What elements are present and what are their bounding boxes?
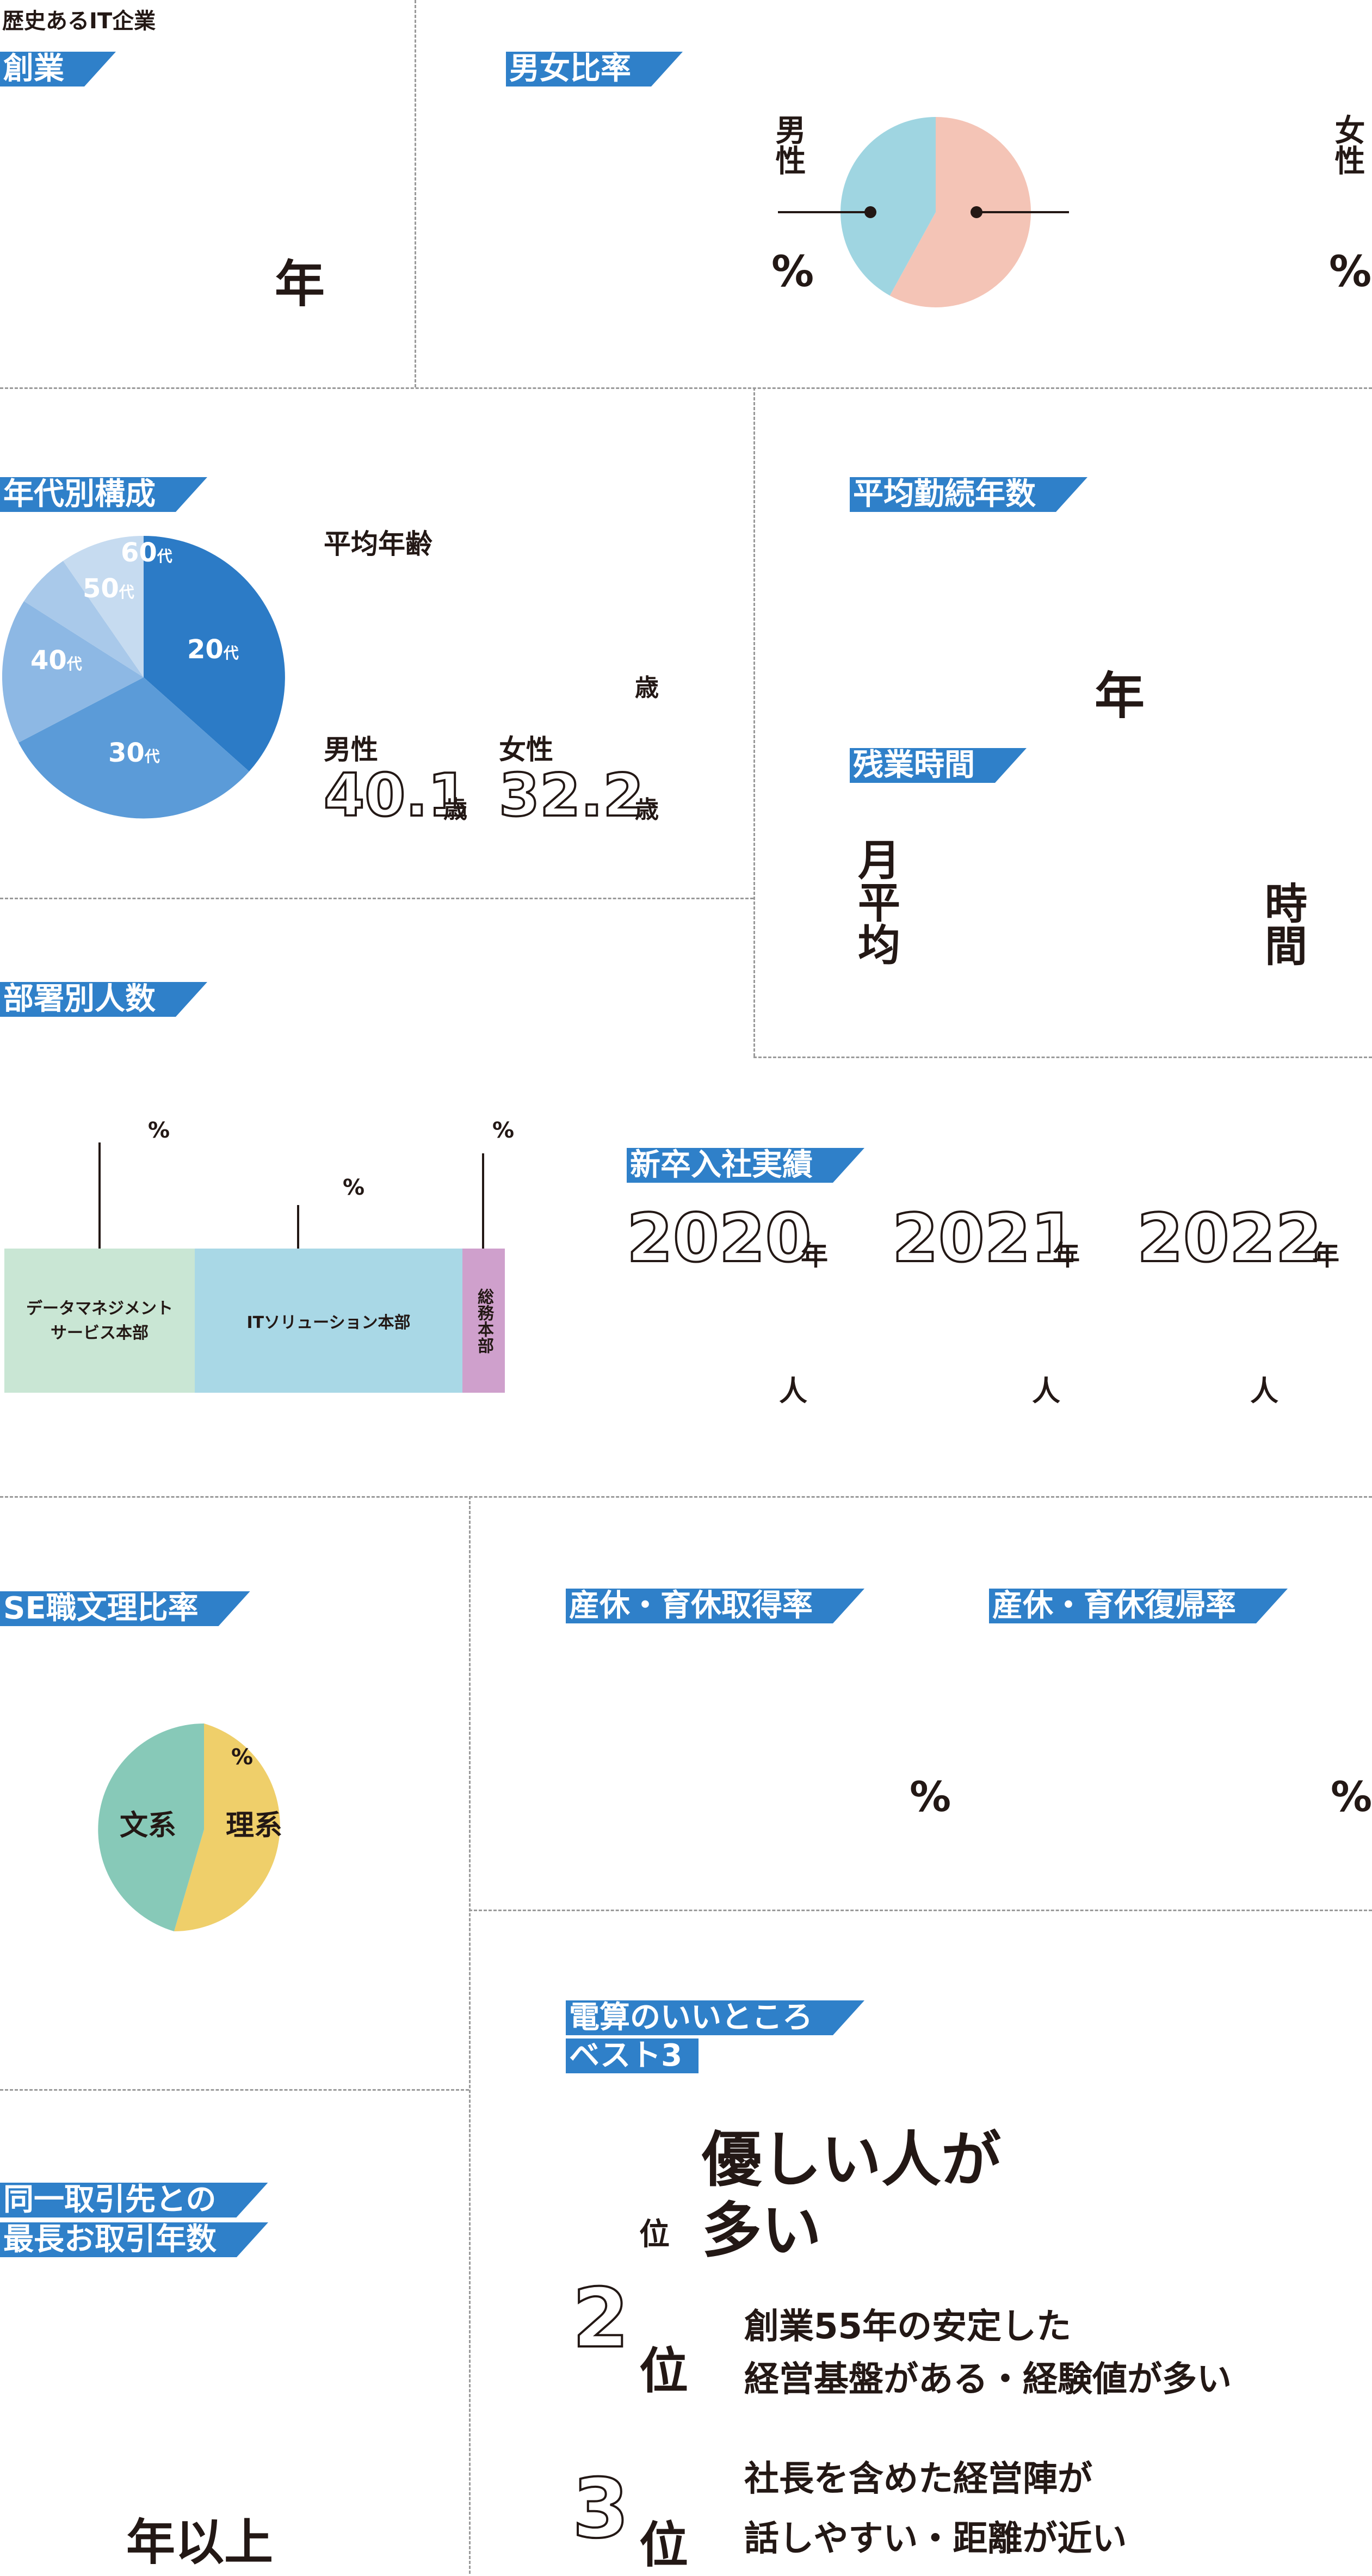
year-2020-unit: 年: [801, 1240, 828, 1271]
age-composition-heading: 年代別構成: [0, 477, 207, 512]
rank3-line2: 話しやすい・距離が近い: [744, 2519, 1127, 2559]
leave-return-rate-heading: 産休・育休復帰率: [989, 1589, 1288, 1623]
year-2020-person-unit: 人: [779, 1375, 808, 1408]
male-age-label: 男性: [324, 734, 378, 765]
rank2-line1: 創業55年の安定した: [744, 2307, 1072, 2347]
divider: [753, 387, 755, 1057]
partner-years-unit: 年以上: [126, 2514, 273, 2571]
tenure-unit: 年: [1095, 667, 1145, 725]
maternity-leave-percent-unit: %: [910, 1772, 951, 1821]
dept3-percent-unit: %: [492, 1118, 515, 1143]
rank2-number: 2: [571, 2270, 630, 2367]
male-age-unit: 歳: [443, 796, 467, 824]
rank1-line2: 多い: [702, 2196, 821, 2265]
rank1-line1: 優しい人が: [702, 2125, 1001, 2195]
age-slice-50s: [24, 561, 144, 677]
average-age-unit: 歳: [635, 674, 659, 702]
rank3-number: 3: [571, 2461, 630, 2558]
overtime-unit: 時間: [1258, 881, 1307, 966]
science-slice: [174, 1723, 280, 1931]
science-label: 理系: [226, 1809, 282, 1842]
rank1-unit: 位: [639, 2217, 670, 2252]
year-2022-unit: 年: [1312, 1240, 1339, 1271]
age-label-20s: 20代: [187, 634, 239, 665]
gender-ratio-heading: 男女比率: [506, 52, 683, 87]
tenure-heading: 平均勤続年数: [850, 477, 1087, 512]
male-slice: [840, 117, 936, 296]
divider: [469, 1496, 471, 2574]
overtime-monthly-average-label: 月平均: [851, 838, 900, 965]
science-percent-unit: %: [231, 1745, 253, 1770]
age-label-30s: 30代: [108, 738, 160, 768]
female-label: 女性: [1330, 114, 1365, 175]
best3-heading-line1: 電算のいいところ: [566, 2000, 864, 2035]
year-2021-unit: 年: [1053, 1240, 1080, 1271]
rank2-line2: 経営基盤がある・経験値が多い: [744, 2359, 1232, 2400]
department-bar: データマネジメント サービス本部 ITソリューション本部 総務本部: [4, 1249, 505, 1393]
leave-return-percent-unit: %: [1331, 1772, 1372, 1821]
dept-label-it-solution: ITソリューション本部: [246, 1313, 411, 1332]
female-percent-unit: %: [1329, 248, 1372, 296]
divider: [0, 1496, 1372, 1498]
dept-bar-general-affairs: 総務本部: [462, 1249, 505, 1393]
female-slice: [889, 117, 1031, 307]
divider: [0, 2089, 469, 2091]
gender-pie-chart: [778, 117, 1069, 307]
divider: [469, 1910, 1372, 1911]
average-age-label: 平均年齢: [324, 528, 432, 560]
se-ratio-heading: SE職文理比率: [0, 1591, 250, 1626]
dept2-percent-unit: %: [343, 1175, 365, 1200]
year-2022: 2022: [1136, 1199, 1323, 1278]
year-2020: 2020: [626, 1199, 813, 1278]
rank2-unit: 位: [639, 2343, 688, 2400]
partner-heading-line2: 最長お取引年数: [0, 2222, 268, 2257]
best3-heading-line2: ベスト3: [566, 2038, 699, 2073]
female-age-label: 女性: [499, 734, 553, 765]
overtime-heading: 残業時間: [850, 748, 1027, 783]
dept-bar-it-solution: ITソリューション本部: [195, 1249, 462, 1393]
page-subtitle: 歴史あるIT企業: [2, 9, 156, 34]
dept1-percent-unit: %: [148, 1118, 170, 1143]
age-pie-chart: 20代 30代 40代 50代 60代: [2, 536, 285, 819]
se-ratio-pie-chart: % 文系 理系: [98, 1723, 282, 1931]
age-label-60s: 60代: [121, 538, 172, 568]
female-age-unit: 歳: [635, 796, 659, 824]
male-average-age: 40.1: [323, 761, 469, 831]
age-slice-40s: [2, 601, 144, 743]
humanities-label: 文系: [120, 1809, 176, 1842]
age-slice-30s: [18, 677, 249, 819]
maternity-leave-rate-heading: 産休・育休取得率: [566, 1589, 864, 1623]
divider: [753, 1057, 1372, 1058]
female-leader-dot: [971, 206, 982, 218]
partner-heading-line1: 同一取引先との: [0, 2183, 268, 2217]
dept-label-general-affairs: 総務本部: [474, 1288, 493, 1354]
founding-heading: 創業: [0, 52, 116, 87]
departments-heading: 部署別人数: [0, 982, 207, 1017]
male-label: 男性: [770, 114, 806, 175]
male-percent-unit: %: [771, 248, 814, 296]
male-leader-dot: [864, 206, 876, 218]
divider: [415, 0, 416, 387]
new-grads-heading: 新卒入社実績: [627, 1148, 864, 1183]
humanities-slice: [98, 1723, 204, 1931]
year-2021: 2021: [891, 1199, 1078, 1278]
divider: [0, 898, 753, 899]
dept-bar-data-management: データマネジメント サービス本部: [4, 1249, 195, 1393]
divider: [0, 387, 1372, 389]
dept-label-data-management: データマネジメント サービス本部: [26, 1299, 173, 1343]
founding-unit: 年: [275, 255, 325, 313]
age-label-50s: 50代: [83, 573, 134, 604]
year-2022-person-unit: 人: [1250, 1375, 1279, 1408]
rank3-unit: 位: [639, 2517, 688, 2574]
female-average-age: 32.2: [498, 761, 645, 831]
age-slice-20s: [144, 536, 285, 771]
age-slice-60s: [63, 536, 144, 677]
age-label-40s: 40代: [30, 645, 82, 676]
rank3-line1: 社長を含めた経営陣が: [744, 2459, 1092, 2499]
year-2021-person-unit: 人: [1032, 1375, 1061, 1408]
